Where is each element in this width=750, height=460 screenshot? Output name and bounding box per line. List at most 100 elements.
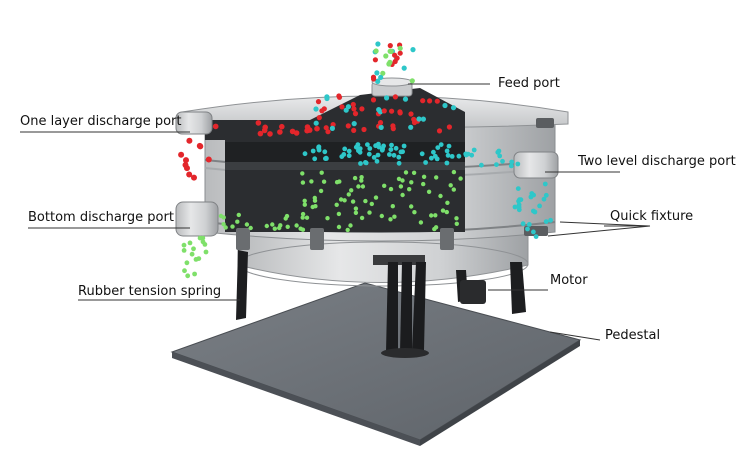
top-layer-particle bbox=[351, 121, 357, 127]
two-level-discharge-particle bbox=[517, 197, 522, 203]
top-layer-particle bbox=[408, 111, 414, 117]
bottom-layer-particle bbox=[221, 222, 226, 227]
top-layer-particle bbox=[350, 101, 356, 108]
two-level-discharge-particle bbox=[512, 204, 518, 210]
bottom-discharge-particle bbox=[181, 242, 187, 248]
middle-layer-particle bbox=[500, 158, 505, 164]
bottom-layer-particle bbox=[349, 188, 354, 193]
bottom-layer-particle bbox=[392, 214, 397, 219]
bottom-layer-particle bbox=[451, 187, 456, 192]
top-layer-particle bbox=[361, 126, 367, 133]
bottom-layer-particle bbox=[318, 188, 324, 194]
bottom-layer-particle bbox=[346, 192, 351, 197]
top-layer-particle bbox=[370, 97, 377, 103]
top-layer-particle bbox=[315, 99, 322, 105]
one-layer-discharge-particle bbox=[205, 156, 212, 163]
top-layer-particle bbox=[329, 125, 335, 131]
top-layer-particle bbox=[378, 124, 384, 130]
bottom-discharge-particle bbox=[192, 271, 198, 277]
one-layer-discharge-particle bbox=[186, 171, 193, 178]
bottom-layer-particle bbox=[230, 224, 235, 229]
top-layer-particle bbox=[377, 120, 384, 126]
bottom-layer-particle bbox=[334, 202, 339, 207]
top-layer-particle bbox=[277, 129, 283, 135]
leader-lines bbox=[20, 83, 651, 341]
bottom-layer-particle bbox=[418, 220, 424, 225]
middle-layer-particle bbox=[515, 161, 521, 167]
two-level-discharge-particle bbox=[528, 194, 534, 200]
middle-layer-particle bbox=[419, 151, 425, 157]
bottom-layer-particle bbox=[300, 215, 305, 220]
two-level-discharge-particle bbox=[543, 192, 549, 198]
middle-layer-particle bbox=[471, 147, 477, 153]
top-layer-particle bbox=[255, 120, 262, 126]
bottom-layer-particle bbox=[319, 170, 324, 175]
top-layer-particle bbox=[304, 127, 310, 134]
bottom-layer-particle bbox=[221, 215, 226, 220]
feed-particle bbox=[386, 61, 392, 67]
feed-particle bbox=[387, 43, 393, 49]
top-layer-particle bbox=[313, 120, 319, 126]
feed-particle bbox=[380, 70, 386, 76]
bottom-layer-particle bbox=[390, 204, 395, 209]
bottom-layer-particle bbox=[433, 213, 438, 218]
middle-layer-particle bbox=[381, 143, 386, 149]
top-layer-particle bbox=[416, 116, 422, 122]
bottom-layer-particle bbox=[398, 184, 404, 189]
bottom-layer-particle bbox=[421, 181, 426, 187]
two-level-discharge-particle bbox=[525, 226, 530, 232]
bottom-layer-particle bbox=[421, 174, 427, 179]
bottom-layer-particle bbox=[412, 210, 417, 215]
top-layer-particle bbox=[402, 96, 409, 102]
bottom-layer-particle bbox=[451, 169, 457, 175]
center-supports bbox=[373, 255, 429, 358]
bottom-layer-particle bbox=[304, 215, 310, 220]
bottom-layer-particle bbox=[350, 199, 356, 204]
middle-layer-particle bbox=[445, 153, 451, 158]
bottom-layer-particle bbox=[342, 198, 347, 203]
bottom-layer-particle bbox=[300, 211, 306, 217]
feed-particle bbox=[371, 76, 377, 82]
feed-particle bbox=[378, 74, 384, 80]
middle-layer-particle bbox=[376, 141, 381, 147]
bottom-layer-particle bbox=[236, 212, 241, 218]
bottom-discharge-particle bbox=[181, 248, 187, 253]
bottom-layer-particle bbox=[434, 175, 439, 180]
feed-port bbox=[371, 77, 413, 97]
top-layer-particle bbox=[267, 131, 273, 137]
feed-particle bbox=[374, 70, 380, 76]
middle-layer-particle bbox=[316, 147, 322, 153]
middle-layer-particle bbox=[423, 160, 428, 165]
two-level-discharge-particle bbox=[543, 219, 549, 225]
middle-layer-particle bbox=[444, 160, 450, 166]
bottom-layer-particle bbox=[337, 179, 342, 184]
feed-particle bbox=[397, 50, 403, 56]
middle-layer-particle bbox=[396, 154, 402, 160]
bottom-layer-particle bbox=[409, 180, 414, 185]
top-layer-particle bbox=[323, 125, 329, 131]
bottom-layer-particle bbox=[409, 204, 414, 209]
middle-layer-particle bbox=[401, 143, 407, 149]
bottom-discharge-particle bbox=[197, 235, 203, 241]
bottom-layer-particle bbox=[407, 187, 412, 192]
feed-particle bbox=[388, 48, 394, 55]
two-level-discharge-particle bbox=[526, 222, 532, 227]
bottom-layer-particle bbox=[302, 198, 307, 203]
middle-layer-particle bbox=[495, 149, 501, 155]
bottom-layer-particle bbox=[403, 170, 409, 175]
bottom-layer-particle bbox=[312, 198, 318, 203]
material-particles bbox=[178, 41, 553, 279]
one-layer-discharge-port-spout bbox=[175, 111, 213, 135]
top-layer-particle bbox=[450, 105, 457, 111]
top-layer-particle bbox=[351, 106, 357, 112]
middle-layer-particle bbox=[444, 148, 450, 154]
middle-layer-particle bbox=[367, 146, 373, 151]
bottom-layer-particle bbox=[426, 189, 432, 194]
two-level-discharge-particle bbox=[531, 208, 536, 214]
top-layer-particle bbox=[339, 104, 345, 110]
middle-layer-particle bbox=[479, 162, 484, 168]
middle-layer-particle bbox=[358, 161, 363, 166]
middle-layer-particle bbox=[366, 151, 372, 157]
middle-layer-particle bbox=[379, 147, 385, 153]
bottom-layer-particle bbox=[352, 175, 358, 181]
